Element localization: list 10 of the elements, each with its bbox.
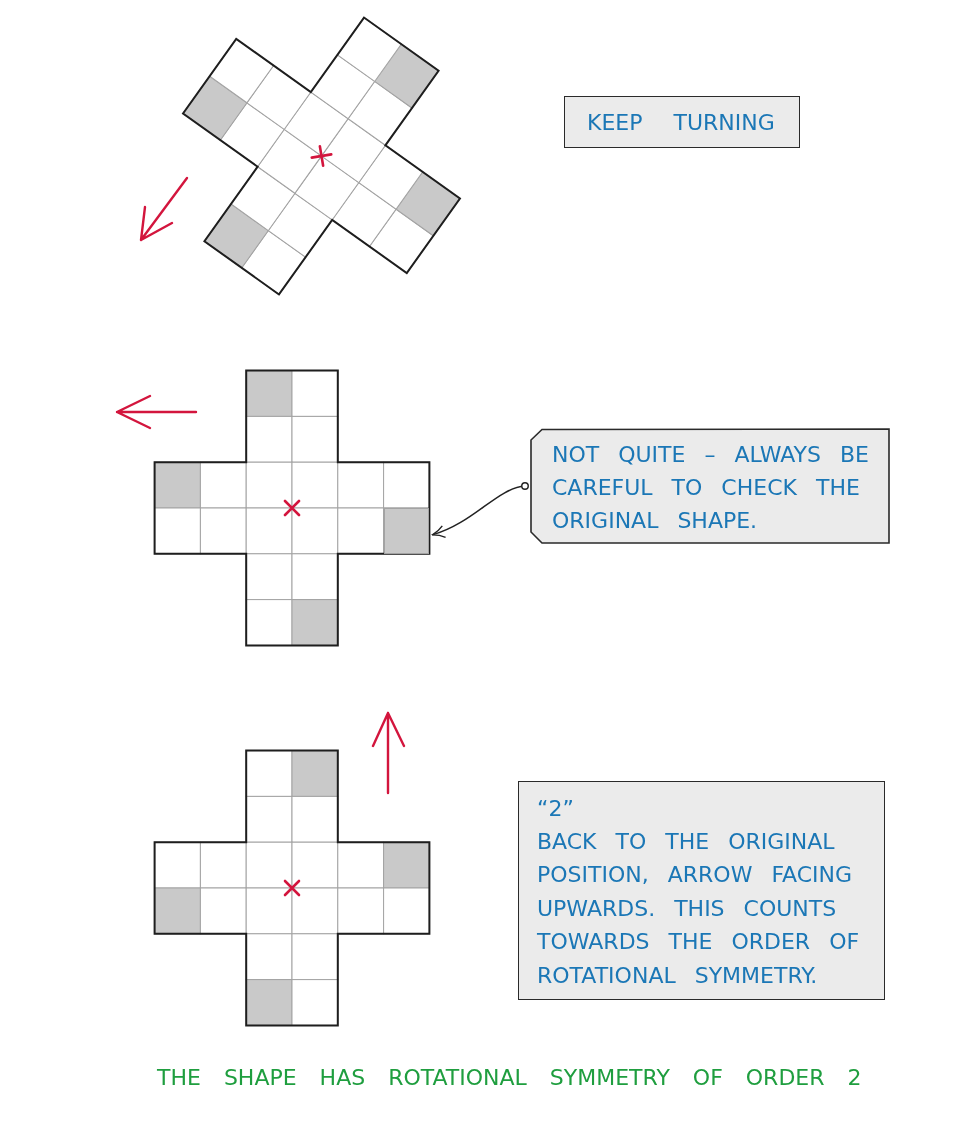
- note-box: [564, 96, 800, 148]
- callout-text: NOT QUITE – ALWAYS BE CAREFUL TO CHECK THE ORIGINAL SHAPE.: [552, 441, 870, 535]
- caption-text: THE SHAPE HAS ROTATIONAL SYMMETRY OF ORDER 2: [157, 1064, 862, 1092]
- note-box: [518, 781, 885, 1000]
- step-label: “2”: [537, 795, 575, 823]
- shaded-square: [383, 508, 430, 554]
- note-text: KEEP TURNING: [587, 109, 776, 137]
- callout-box: [530, 428, 890, 544]
- note-text: BACK TO THE ORIGINAL POSITION, ARROW FACING UPWARDS. THIS COUNTS TOWARDS THE ORDER OF ROTATIONAL SYMMETRY.: [537, 828, 861, 990]
- leader-line: [431, 482, 529, 538]
